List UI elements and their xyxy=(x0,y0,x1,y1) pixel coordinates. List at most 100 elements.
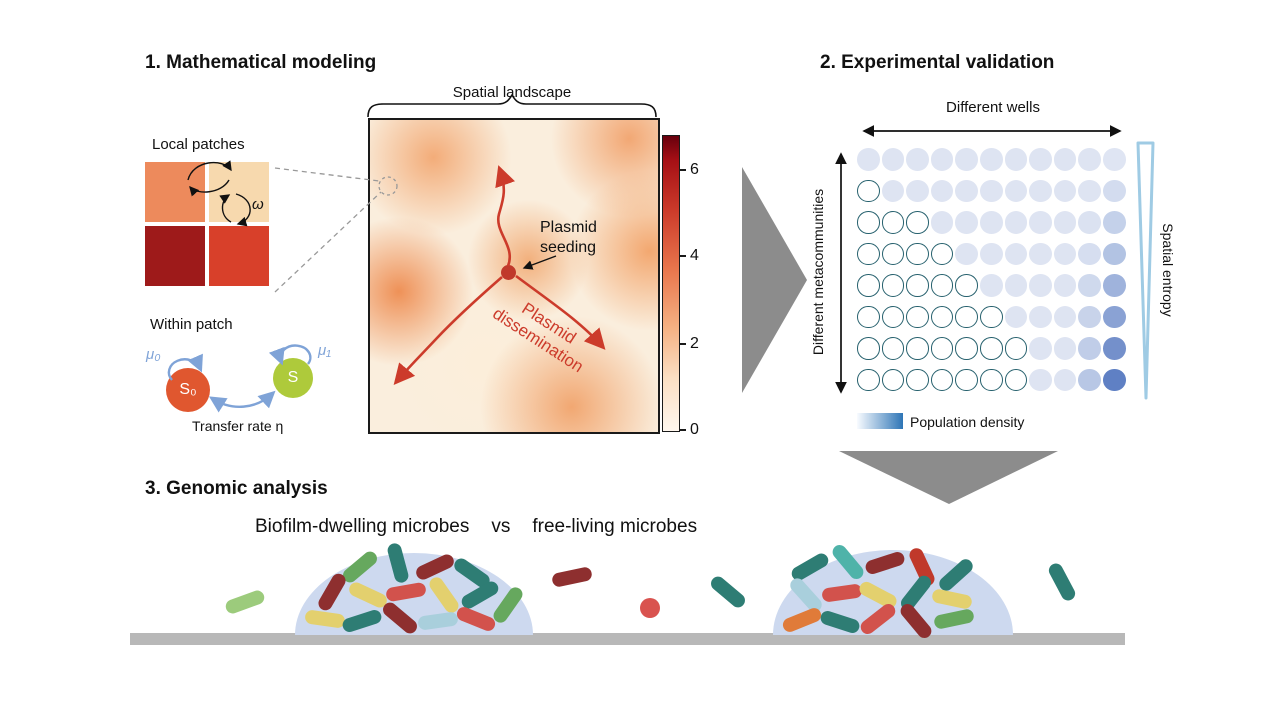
well-circle xyxy=(906,337,929,360)
well-circle xyxy=(930,179,954,202)
mu0-label: μ₀ xyxy=(146,346,161,363)
well-circle xyxy=(1004,148,1028,171)
well-circle xyxy=(1029,148,1052,171)
well-circle xyxy=(1103,242,1126,265)
well-circle xyxy=(1004,211,1028,234)
colorbar-tick: 4 xyxy=(680,247,699,265)
well-circle xyxy=(1103,148,1126,171)
well-circle xyxy=(1103,274,1126,297)
s-node-label: S xyxy=(287,369,299,386)
well-circle xyxy=(857,274,880,297)
biofilm-left-microbe xyxy=(385,581,427,603)
well-circle xyxy=(980,337,1003,360)
local-patches-label: Local patches xyxy=(152,136,245,153)
transfer-rate-label: Transfer rate η xyxy=(192,418,284,434)
well-circle xyxy=(1053,242,1077,265)
well-circle xyxy=(1053,274,1077,297)
well-circle xyxy=(1103,211,1126,234)
well-circle xyxy=(906,242,929,265)
panel1-title: 1. Mathematical modeling xyxy=(145,52,377,73)
well-circle xyxy=(881,305,905,328)
well-circle xyxy=(955,274,978,297)
well-circle xyxy=(930,242,954,265)
well-circle xyxy=(1078,274,1101,297)
free-living-microbe xyxy=(223,588,267,616)
well-circle xyxy=(1103,368,1126,391)
well-circle xyxy=(1053,179,1077,202)
well-circle xyxy=(980,211,1003,234)
biofilm-left-microbe xyxy=(454,605,498,633)
well-circle xyxy=(881,211,905,234)
plasmid-seeding-label: Plasmid seeding xyxy=(540,219,597,256)
wells-grid xyxy=(857,148,1129,394)
well-circle xyxy=(1004,305,1028,328)
well-circle xyxy=(1004,179,1028,202)
well-circle xyxy=(857,368,880,391)
biofilm-left-microbe xyxy=(426,574,462,616)
panel3-title: 3. Genomic analysis xyxy=(145,478,328,499)
well-circle xyxy=(955,337,978,360)
well-circle xyxy=(857,148,880,171)
biofilm-microbes-label: Biofilm-dwelling microbes xyxy=(255,516,470,537)
within-patch-label: Within patch xyxy=(150,316,233,333)
biofilm-right-microbe xyxy=(932,607,976,631)
well-circle xyxy=(930,211,954,234)
well-circle xyxy=(857,305,880,328)
biofilm-right-microbe xyxy=(863,550,907,576)
well-circle xyxy=(955,368,978,391)
well-circle xyxy=(930,368,954,391)
well-circle xyxy=(906,211,929,234)
well-circle xyxy=(930,305,954,328)
well-circle xyxy=(980,368,1003,391)
vs-label: vs xyxy=(491,516,511,537)
biofilm-left-microbe xyxy=(304,609,346,629)
biofilm-right-microbe xyxy=(818,609,862,635)
well-circle xyxy=(1078,305,1101,328)
well-circle xyxy=(980,179,1003,202)
well-circle xyxy=(1029,337,1052,360)
mu1-label: μ₁ xyxy=(318,342,331,359)
well-circle xyxy=(1103,305,1126,328)
well-circle xyxy=(1004,242,1028,265)
well-circle xyxy=(1004,337,1028,360)
well-circle xyxy=(1053,148,1077,171)
well-circle xyxy=(857,242,880,265)
biofilm-right-microbe xyxy=(829,542,867,582)
well-circle xyxy=(1053,305,1077,328)
well-circle xyxy=(1029,242,1052,265)
biofilm-right-microbe xyxy=(787,575,825,615)
well-circle xyxy=(980,274,1003,297)
biofilm-right-microbe xyxy=(857,601,899,637)
biofilm-left-microbe xyxy=(340,548,380,586)
well-circle xyxy=(980,148,1003,171)
well-circle xyxy=(1029,305,1052,328)
local-patch-square xyxy=(145,226,205,286)
well-circle xyxy=(906,368,929,391)
well-circle xyxy=(1029,179,1052,202)
biofilm-right-microbe xyxy=(821,583,863,603)
well-circle xyxy=(1078,242,1101,265)
well-circle xyxy=(1078,148,1101,171)
plasmid-seeding-dot xyxy=(501,265,516,280)
well-circle xyxy=(930,337,954,360)
well-circle xyxy=(881,242,905,265)
well-circle xyxy=(857,179,880,202)
well-circle xyxy=(906,274,929,297)
well-circle xyxy=(955,179,978,202)
colorbar-tick: 0 xyxy=(680,421,699,439)
well-circle xyxy=(1053,368,1077,391)
free-living-microbe xyxy=(640,598,660,618)
well-circle xyxy=(1053,211,1077,234)
well-circle xyxy=(906,179,929,202)
well-circle xyxy=(955,242,978,265)
well-circle xyxy=(881,148,905,171)
well-circle xyxy=(955,305,978,328)
well-circle xyxy=(1103,337,1126,360)
surface-bar xyxy=(130,633,1125,645)
well-circle xyxy=(1029,368,1052,391)
comparison-header: Biofilm-dwelling microbes vs free-living… xyxy=(255,516,697,538)
s0-node-label: S₀ xyxy=(179,381,197,398)
free-living-microbes-label: free-living microbes xyxy=(532,516,698,537)
